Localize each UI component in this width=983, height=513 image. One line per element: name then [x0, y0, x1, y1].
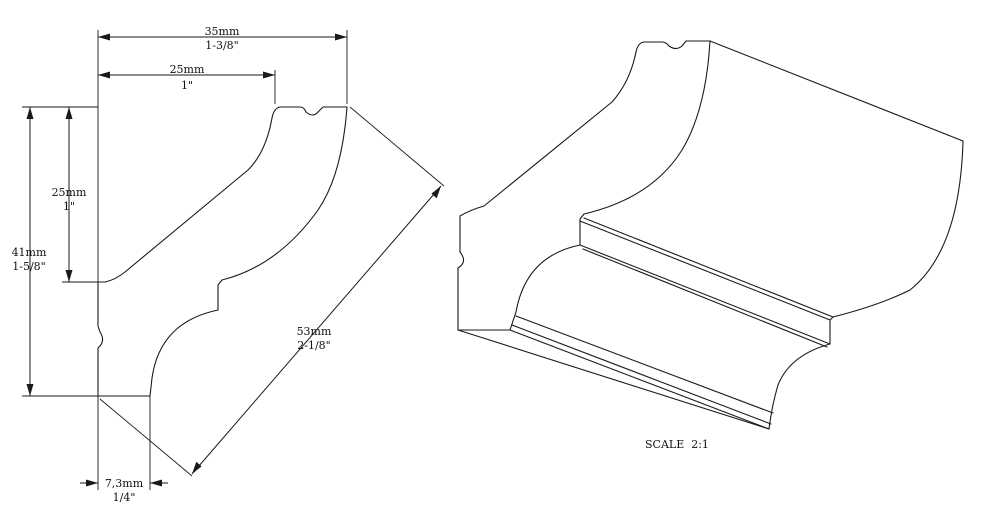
- profile-outline: [97, 106, 348, 397]
- dim-total-height-metric: 41mm: [12, 246, 47, 259]
- dim-diagonal-imperial: 2-1/8": [297, 339, 330, 352]
- dim-total-height-imperial: 1-5/8": [12, 260, 45, 273]
- dim-left-inner-height-imperial: 1": [63, 200, 75, 213]
- iso-end-profile: [457, 40, 711, 331]
- dim-top-inner-width-imperial: 1": [181, 79, 193, 92]
- scale-label: SCALE 2:1: [645, 438, 709, 451]
- dim-left-inner-height-metric: 25mm: [52, 186, 87, 199]
- dim-top-width-metric: 35mm: [205, 25, 240, 38]
- dimension-labels: 35mm 1-3/8" 25mm 1" 25mm 1" 41mm 1-5/8" …: [12, 25, 332, 504]
- dim-top-inner-width-metric: 25mm: [170, 63, 205, 76]
- moulding-isometric-view: [457, 40, 964, 430]
- dim-bottom-offset-imperial: 1/4": [113, 491, 136, 504]
- dim-diagonal-metric: 53mm: [297, 325, 332, 338]
- dim-bottom-offset-metric: 7,3mm: [105, 477, 144, 490]
- dim-top-width-imperial: 1-3/8": [205, 39, 238, 52]
- moulding-profile-view: [97, 106, 348, 397]
- dimension-lines: [22, 30, 445, 490]
